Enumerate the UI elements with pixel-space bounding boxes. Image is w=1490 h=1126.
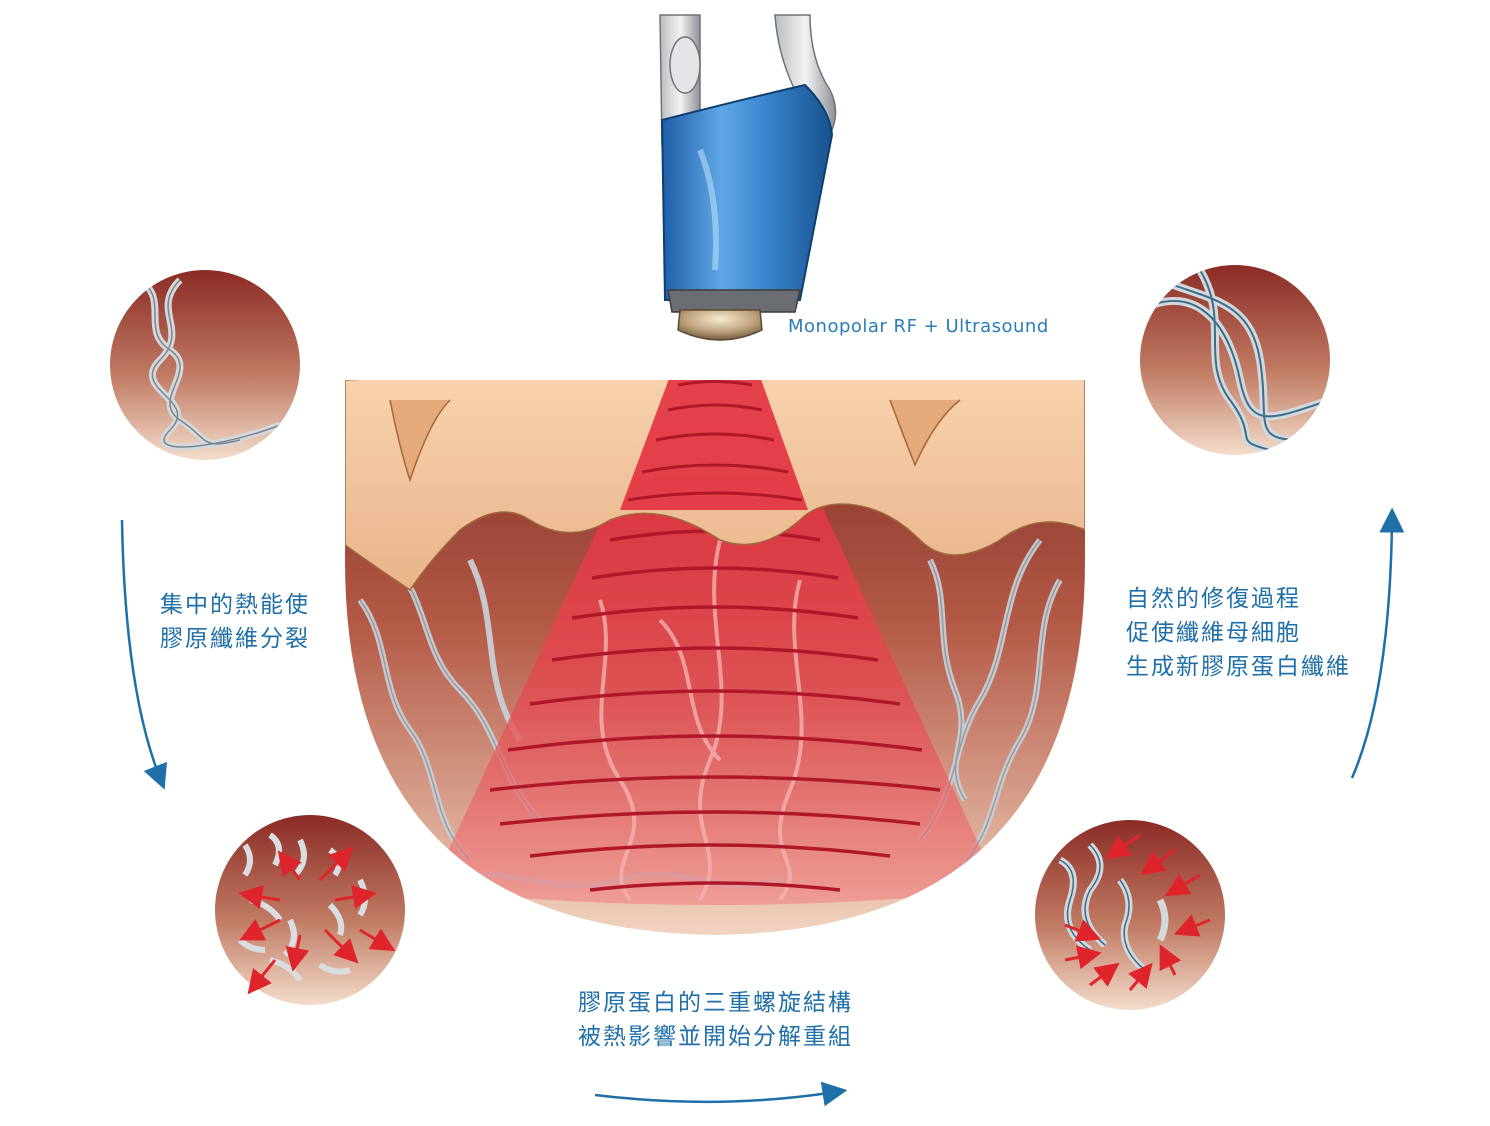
bottom-process-arrow — [594, 1081, 848, 1107]
inset-fragmented-collagen — [215, 815, 405, 1005]
caption-right-line-3: 生成新膠原蛋白纖維 — [1126, 654, 1351, 680]
caption-right: 自然的修復過程 促使纖維母細胞 生成新膠原蛋白纖維 — [1126, 582, 1351, 684]
caption-right-line-1: 自然的修復過程 — [1126, 586, 1301, 612]
caption-right-line-2: 促使纖維母細胞 — [1126, 620, 1301, 646]
tissue-cross-section — [345, 380, 1085, 935]
caption-bottom-line-1: 膠原蛋白的三重螺旋結構 — [578, 990, 853, 1016]
caption-left-line-2: 膠原纖維分裂 — [160, 626, 310, 652]
inset-new-collagen — [1140, 265, 1330, 455]
right-process-arrow — [1350, 507, 1405, 779]
inset-intact-collagen — [110, 270, 300, 460]
caption-bottom: 膠原蛋白的三重螺旋結構 被熱影響並開始分解重組 — [578, 986, 853, 1054]
device-label: Monopolar RF + Ultrasound — [788, 316, 1049, 337]
caption-left-line-1: 集中的熱能使 — [160, 592, 310, 618]
caption-bottom-line-2: 被熱影響並開始分解重組 — [578, 1024, 853, 1050]
caption-left: 集中的熱能使 膠原纖維分裂 — [160, 588, 310, 656]
rf-ultrasound-probe — [659, 14, 837, 341]
left-process-arrow — [120, 519, 168, 790]
inset-recombining-collagen — [1035, 820, 1225, 1010]
